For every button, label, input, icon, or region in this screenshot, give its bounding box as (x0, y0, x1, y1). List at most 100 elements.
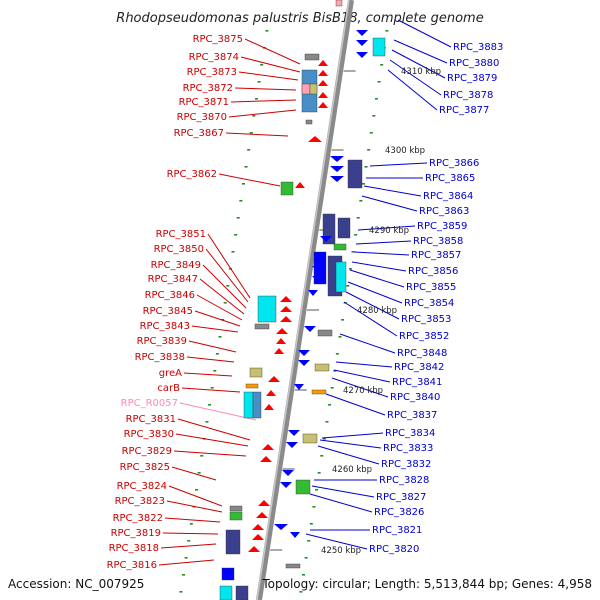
gene-label[interactable]: RPC_3870 (177, 112, 227, 123)
gene-label[interactable]: RPC_3859 (417, 221, 467, 232)
gene-label[interactable]: RPC_3877 (439, 105, 489, 116)
gene-label[interactable]: RPC_3856 (408, 266, 458, 277)
gene-label[interactable]: RPC_3879 (447, 73, 497, 84)
tick-mark (330, 387, 334, 389)
gene-block (285, 563, 301, 569)
gene-label[interactable]: RPC_3858 (413, 236, 463, 247)
gene-label[interactable]: RPC_3818 (109, 543, 159, 554)
leader-line (202, 264, 247, 309)
gene-arrow (288, 430, 300, 436)
kbp-label: 4270 kbp (343, 386, 383, 396)
leader-line (160, 543, 217, 549)
gene-label[interactable]: RPC_3839 (137, 336, 187, 347)
leader-line (355, 240, 412, 245)
gene-label[interactable]: RPC_3866 (429, 158, 479, 169)
gene-arrow (330, 176, 344, 182)
leader-line (218, 173, 281, 187)
gene-label[interactable]: RPC_3878 (443, 90, 493, 101)
tick-mark (231, 251, 235, 253)
gene-label[interactable]: RPC_3833 (383, 443, 433, 454)
gene-label[interactable]: RPC_3852 (399, 331, 449, 342)
gene-label[interactable]: RPC_3841 (392, 377, 442, 388)
gene-block (333, 243, 347, 251)
gene-label[interactable]: RPC_3842 (394, 362, 444, 373)
gene-block (280, 181, 294, 196)
gene-block (219, 585, 233, 600)
gene-label[interactable]: RPC_3845 (143, 306, 193, 317)
leader-line (339, 333, 396, 354)
gene-label[interactable]: RPC_3864 (423, 191, 473, 202)
gene-label[interactable]: RPC_3849 (151, 260, 201, 271)
gene-label[interactable]: RPC_3873 (187, 67, 237, 78)
gene-block (317, 329, 333, 337)
gene-arrow (260, 456, 272, 462)
leader-line (305, 533, 368, 550)
tick-mark (377, 81, 381, 83)
leader-line (244, 38, 301, 65)
tick-mark (208, 404, 212, 406)
tick-mark (374, 98, 378, 100)
gene-label[interactable]: RPC_3837 (387, 410, 437, 421)
gene-label[interactable]: RPC_3816 (107, 560, 157, 571)
leader-line (186, 356, 235, 363)
gene-label[interactable]: RPC_3822 (113, 513, 163, 524)
leader-line (173, 450, 247, 457)
gene-label[interactable]: RPC_3831 (126, 414, 176, 425)
gene-label[interactable]: RPC_3855 (406, 282, 456, 293)
gene-label[interactable]: RPC_3863 (419, 206, 469, 217)
tick-mark (200, 455, 204, 457)
gene-label[interactable]: carB (157, 383, 180, 394)
gene-arrow (308, 290, 318, 296)
gene-label[interactable]: RPC_3865 (425, 173, 475, 184)
gene-label[interactable]: RPC_3853 (401, 314, 451, 325)
gene-label[interactable]: RPC_3851 (156, 229, 206, 240)
gene-label[interactable]: RPC_3832 (381, 459, 431, 470)
gene-label[interactable]: RPC_3820 (369, 544, 419, 555)
gene-label[interactable]: RPC_3854 (404, 298, 454, 309)
gene-label[interactable]: RPC_3840 (390, 392, 440, 403)
gene-label[interactable]: greA (159, 368, 182, 379)
gene-label[interactable]: RPC_3838 (135, 352, 185, 363)
gene-label[interactable]: RPC_3871 (179, 97, 229, 108)
leader-line (166, 500, 223, 513)
gene-arrow (262, 444, 274, 450)
gene-label[interactable]: RPC_3872 (183, 83, 233, 94)
gene-label[interactable]: RPC_3823 (115, 496, 165, 507)
gene-label[interactable]: RPC_3828 (379, 475, 429, 486)
gene-arrow (318, 70, 328, 76)
leader-line (369, 162, 428, 167)
gene-label[interactable]: RPC_3825 (120, 462, 170, 473)
gene-block (335, 261, 347, 293)
gene-label[interactable]: RPC_3867 (174, 128, 224, 139)
gene-label[interactable]: RPC_3834 (385, 428, 435, 439)
gene-arrow (318, 102, 328, 108)
gene-label[interactable]: RPC_3830 (124, 429, 174, 440)
gene-label[interactable]: RPC_3846 (145, 290, 195, 301)
gene-label[interactable]: RPC_3848 (397, 348, 447, 359)
gene-label[interactable]: RPC_3875 (193, 34, 243, 45)
gene-label[interactable]: RPC_3829 (122, 446, 172, 457)
gene-label[interactable]: RPC_3850 (154, 244, 204, 255)
gene-label[interactable]: RPC_3821 (372, 525, 422, 536)
gene-block (235, 585, 249, 600)
gene-label[interactable]: RPC_3862 (167, 169, 217, 180)
tick-mark (184, 557, 188, 559)
gene-label-rna[interactable]: RPC_R0057 (121, 398, 178, 409)
leader-line (357, 225, 416, 231)
gene-label[interactable]: RPC_3843 (140, 321, 190, 332)
kbp-label: 4300 kbp (385, 146, 425, 156)
gene-label[interactable]: RPC_3857 (411, 250, 461, 261)
leader-line (199, 278, 245, 315)
gene-label[interactable]: RPC_3824 (117, 481, 167, 492)
tick-mark (354, 234, 358, 236)
gene-label[interactable]: RPC_3847 (148, 274, 198, 285)
leader-line (164, 517, 221, 523)
gene-label[interactable]: RPC_3819 (111, 528, 161, 539)
gene-label[interactable]: RPC_3827 (376, 492, 426, 503)
gene-label[interactable]: RPC_3880 (449, 58, 499, 69)
gene-block (229, 511, 243, 521)
gene-arrow (268, 376, 280, 382)
gene-label[interactable]: RPC_3874 (189, 52, 239, 63)
gene-label[interactable]: RPC_3883 (453, 42, 503, 53)
gene-label[interactable]: RPC_3826 (374, 507, 424, 518)
